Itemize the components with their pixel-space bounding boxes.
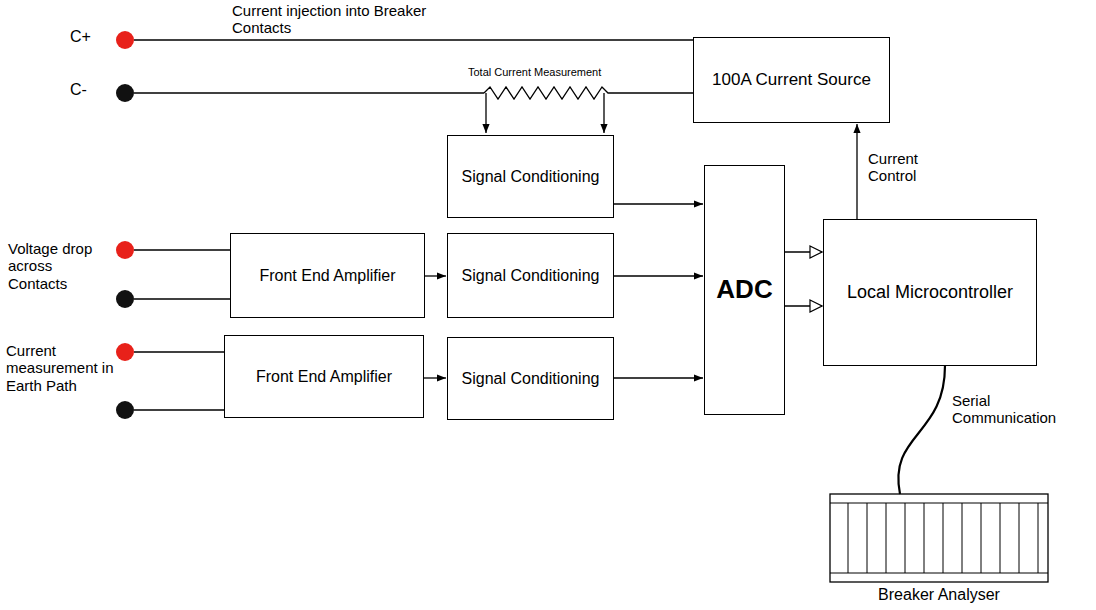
annotation-label: C-: [70, 81, 100, 99]
signal-arrow: [785, 251, 822, 252]
slat-line: [886, 503, 887, 573]
block-box: 100A Current Source: [693, 37, 890, 123]
annotation-label: C+: [70, 28, 100, 46]
annotation-label: Voltage drop across Contacts: [8, 240, 108, 292]
signal-arrow: [856, 124, 857, 219]
annotation-label: Current injection into Breaker Contacts: [232, 2, 432, 37]
block-label: Front End Amplifier: [256, 367, 392, 386]
serial-cable: [898, 366, 945, 494]
block-label: Local Microcontroller: [847, 282, 1013, 304]
signal-arrow: [425, 275, 446, 276]
block-label: Signal Conditioning: [462, 266, 600, 285]
annotation-label: Total Current Measurement: [468, 66, 628, 79]
device-slats: [848, 503, 1038, 573]
block-label: 100A Current Source: [712, 70, 871, 90]
block-box: Front End Amplifier: [224, 335, 424, 418]
input-wire: [134, 249, 230, 250]
connector-label: Serial Communication: [952, 392, 1087, 427]
terminal-red: [116, 241, 134, 259]
device-edge: [830, 573, 1048, 574]
terminal-black: [116, 401, 134, 419]
slat-line: [1038, 503, 1039, 573]
signal-arrow: [424, 377, 446, 378]
terminal-black: [116, 290, 134, 308]
signal-arrow: [614, 275, 703, 276]
tap-arrow: [603, 93, 604, 133]
injection-wire: [134, 39, 693, 40]
block-box: Signal Conditioning: [447, 135, 614, 218]
device-node: Breaker Analyser: [830, 494, 1048, 606]
tap-arrow: [485, 93, 486, 133]
signal-arrow: [785, 305, 822, 306]
input-wire: [134, 351, 224, 352]
slat-line: [924, 503, 925, 573]
block-box: ADC: [704, 165, 785, 415]
input-wire: [134, 298, 230, 299]
resistor-symbol: [484, 87, 614, 99]
signal-arrow: [614, 377, 703, 378]
terminal-black: [116, 84, 134, 102]
block-label: Front End Amplifier: [259, 266, 395, 285]
input-wire: [134, 409, 224, 410]
block-box: Signal Conditioning: [447, 233, 614, 318]
block-label: Signal Conditioning: [462, 369, 600, 388]
slat-line: [962, 503, 963, 573]
slat-line: [943, 503, 944, 573]
terminal-red: [116, 343, 134, 361]
slat-line: [905, 503, 906, 573]
analyser-device: [830, 494, 1048, 582]
slat-line: [848, 503, 849, 573]
slat-line: [981, 503, 982, 573]
return-wire: [134, 92, 484, 93]
device-edge: [830, 503, 1048, 504]
block-box: Local Microcontroller: [823, 219, 1037, 366]
signal-arrow: [614, 203, 703, 204]
return-wire: [614, 92, 693, 93]
slat-line: [1019, 503, 1020, 573]
slat-line: [867, 503, 868, 573]
device-label: Breaker Analyser: [878, 585, 1000, 604]
slat-line: [1000, 503, 1001, 573]
connector-label: Current Control: [868, 150, 958, 185]
block-box: Front End Amplifier: [230, 233, 425, 318]
block-box: Signal Conditioning: [447, 337, 614, 420]
block-label: ADC: [716, 274, 772, 305]
block-label: Signal Conditioning: [462, 167, 600, 186]
annotation-label: Current measurement in Earth Path: [6, 342, 114, 394]
terminal-red: [116, 31, 134, 49]
